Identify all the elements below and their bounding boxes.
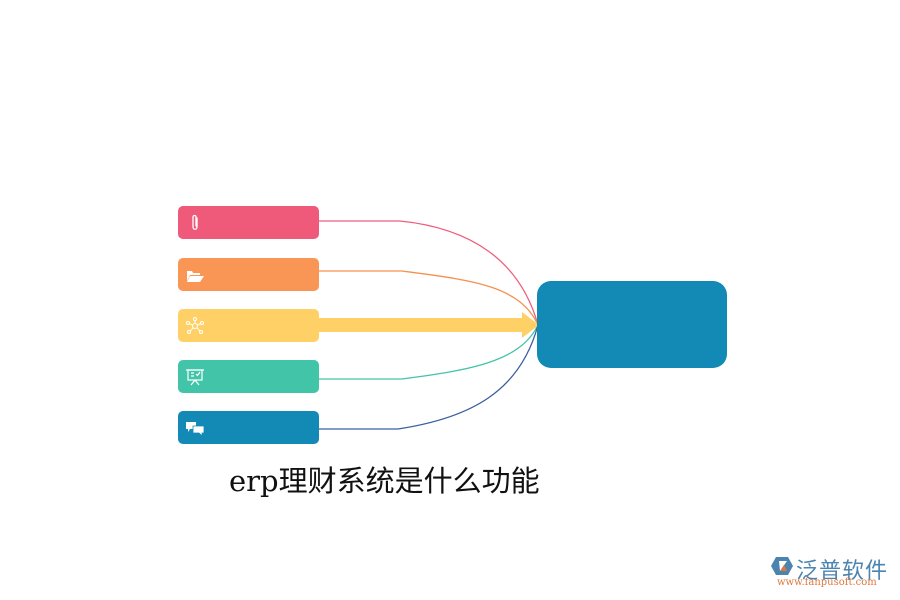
presentation-board-icon <box>186 369 204 386</box>
network-hub-icon <box>186 317 204 334</box>
main-arrow <box>319 312 539 338</box>
diagram-title: erp理财系统是什么功能 <box>229 464 540 498</box>
connector-line-2 <box>319 270 539 326</box>
node-2 <box>178 258 319 291</box>
connector-line-5 <box>319 324 539 430</box>
node-4 <box>178 360 319 393</box>
connector-line-4 <box>319 324 539 380</box>
fanpu-logo-icon <box>771 557 793 575</box>
watermark-url: www.fanpusoft.com <box>777 577 877 588</box>
node-1 <box>178 206 319 239</box>
chat-bubbles-icon <box>186 422 205 437</box>
connector-line-1 <box>319 220 539 326</box>
node-5 <box>178 411 319 444</box>
node-3 <box>178 309 319 342</box>
folder-open-icon <box>187 271 204 282</box>
watermark-logo: 泛普软件 www.fanpusoft.com <box>770 553 892 593</box>
target-node <box>537 281 727 368</box>
paperclip-icon <box>192 214 198 230</box>
watermark-brand: 泛普软件 <box>796 559 889 584</box>
